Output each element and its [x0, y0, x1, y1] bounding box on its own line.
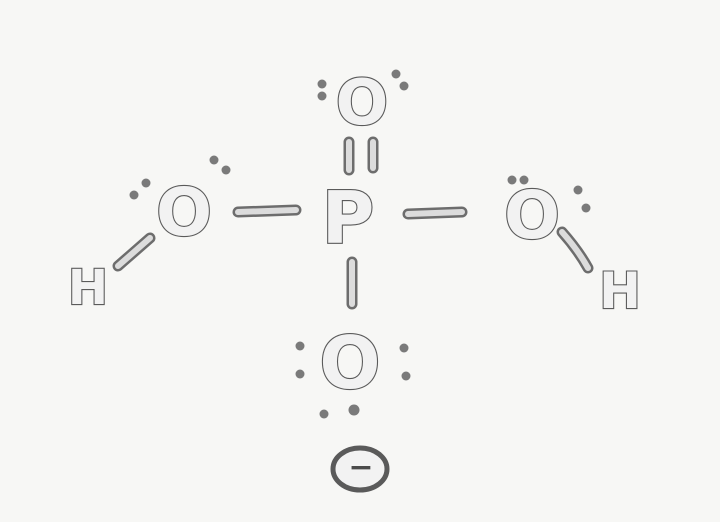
bond-p-o-top-double: [343, 136, 379, 176]
charge-sign: −: [348, 450, 373, 485]
atom-oxygen-top: O: [336, 66, 389, 139]
bond-p-o-right: [402, 206, 468, 220]
lone-pair-o-right-upper: [507, 175, 529, 185]
atom-oxygen-bottom: O: [319, 321, 380, 405]
lone-pair-o-right-side: [573, 185, 591, 213]
negative-charge-icon: −: [330, 445, 390, 493]
lone-pair-o-bottom-left: [295, 341, 305, 379]
atoms: O P O O O H H: [67, 65, 642, 406]
lone-pair-o-bottom-under: [319, 404, 360, 419]
atom-hydrogen-left: H: [68, 260, 108, 316]
lone-pairs: [129, 69, 591, 419]
atom-phosphorus: P: [322, 176, 375, 260]
lone-pair-o-bottom-right: [399, 343, 411, 381]
bonds: [112, 136, 594, 310]
bond-o-h-left: [112, 232, 156, 272]
bond-o-h-right: [556, 226, 594, 274]
atom-oxygen-right: O: [504, 177, 560, 254]
atom-hydrogen-right: H: [599, 262, 641, 320]
atom-oxygen-left: O: [156, 174, 212, 251]
lone-pair-o-top-left: [317, 79, 327, 101]
lone-pair-o-left-upper: [209, 155, 231, 175]
lone-pair-o-top-right: [391, 69, 409, 91]
lone-pair-o-left-side: [129, 178, 151, 200]
bond-p-o-left: [232, 204, 302, 218]
